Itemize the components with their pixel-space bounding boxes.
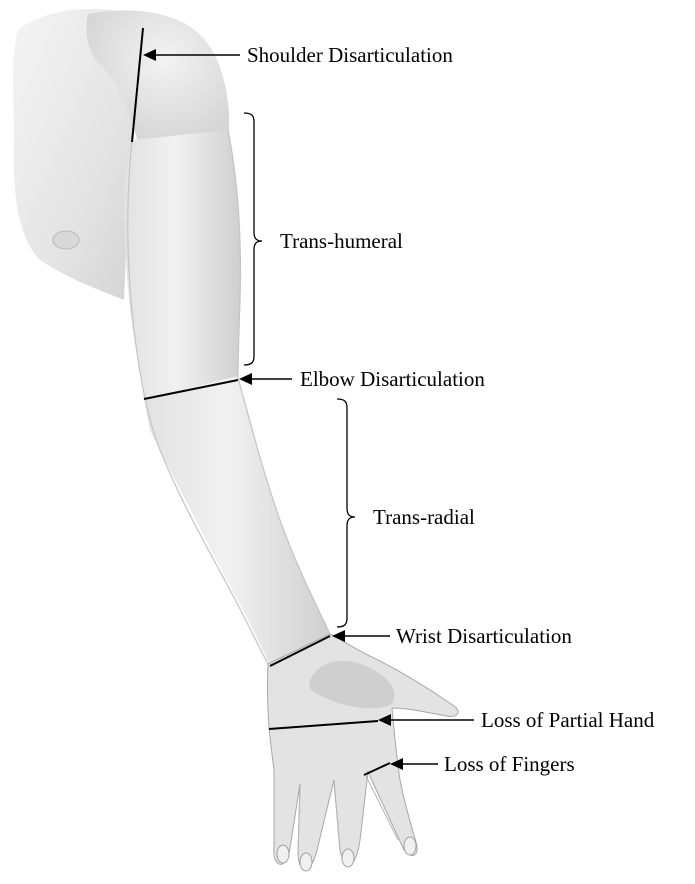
fingernail [300, 853, 312, 871]
fingernail [342, 849, 354, 867]
label-wrist-disarticulation: Wrist Disarticulation [396, 624, 572, 648]
label-trans-radial: Trans-radial [373, 505, 475, 529]
fingernail [277, 845, 289, 863]
upper-arm-shape [124, 130, 241, 400]
arm-illustration [13, 9, 458, 871]
label-loss-of-fingers: Loss of Fingers [444, 752, 575, 776]
curly-bracket-icon [337, 399, 355, 627]
curly-bracket-icon [244, 113, 262, 365]
forearm-shape [144, 376, 330, 666]
nipple-mark [53, 231, 79, 249]
label-loss-of-partial-hand: Loss of Partial Hand [481, 708, 655, 732]
arrow-left-icon [239, 373, 292, 385]
fingernail [404, 837, 416, 855]
label-shoulder-disarticulation: Shoulder Disarticulation [247, 43, 453, 67]
label-elbow-disarticulation: Elbow Disarticulation [300, 367, 485, 391]
label-trans-humeral: Trans-humeral [280, 229, 403, 253]
